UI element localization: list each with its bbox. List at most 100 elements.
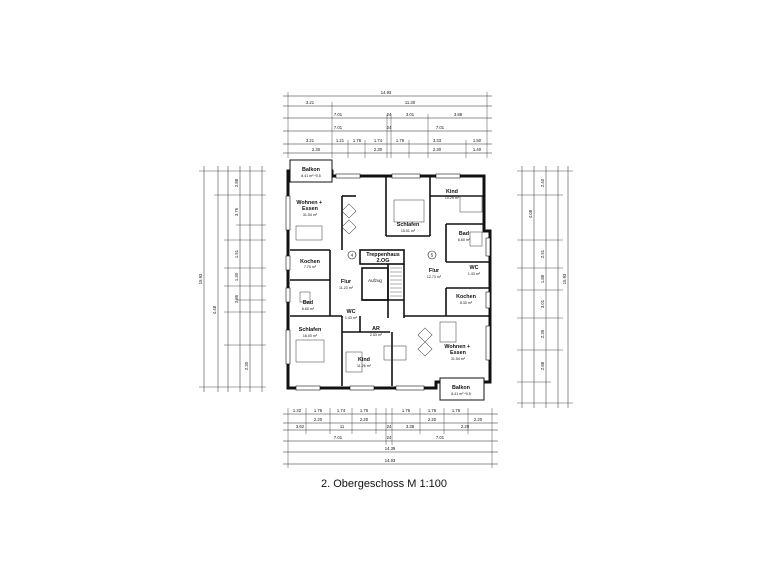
bottom-dimension-labels: 1.32 1.76 1.74 1.76 1.76 1.76 1.76 2.20 …	[293, 408, 483, 463]
dim-label: 1.50	[473, 138, 482, 143]
right-dimension-chains	[517, 166, 573, 408]
room-name: Aufzug	[368, 278, 382, 283]
dim-label: 3.21	[306, 100, 315, 105]
room-area: 8.41 m² *0,5	[451, 392, 471, 396]
dim-label: 2.85	[234, 294, 239, 303]
room-area: 1.43 m²	[468, 272, 481, 276]
dim-label: 1.74	[374, 138, 383, 143]
dim-label: 24	[387, 125, 392, 130]
room-area: 2.53 m²	[370, 333, 383, 337]
dim-label: 11	[340, 424, 345, 429]
room-name: Flur	[341, 279, 352, 285]
room-name: Balkon	[452, 385, 470, 391]
room-name: Bad	[303, 300, 313, 306]
dim-label: 4.48	[212, 305, 217, 314]
dim-label: 2.30	[312, 147, 321, 152]
dim-label: 1.88	[540, 274, 545, 283]
room-name: Schlafen	[397, 222, 419, 228]
axis-markers: 4 5	[347, 250, 437, 260]
dim-label: 15.93	[198, 273, 203, 284]
dim-label: 1.76	[428, 408, 437, 413]
dim-label: 14.93	[381, 90, 392, 95]
dim-label: 2.30	[374, 147, 383, 152]
dim-label: 24	[387, 112, 392, 117]
dim-label: 2.39	[540, 329, 545, 338]
dim-label: 3.62	[296, 424, 305, 429]
dim-label: 1.40	[473, 147, 482, 152]
room-name: WC	[347, 309, 356, 315]
plan-caption: 2. Obergeschoss M 1:100	[321, 478, 447, 490]
bottom-dimension-chains	[283, 408, 498, 468]
dim-label: 3.01	[406, 112, 415, 117]
dim-label: 3.38	[406, 424, 415, 429]
dim-label: 1.76	[360, 408, 369, 413]
dim-label: 1.76	[314, 408, 323, 413]
axis-marker-4: 4	[351, 253, 354, 258]
room-area: 7.70 m²	[304, 265, 317, 269]
dim-label: 24	[387, 435, 392, 440]
top-dimension-labels: 14.93 3.21 11.30 7.01 24 3.01 3.88 7.01 …	[306, 90, 482, 152]
axis-marker-5: 5	[431, 253, 434, 258]
room-name-line: Essen	[302, 206, 318, 212]
room-area: 6.60 m²	[302, 307, 315, 311]
dim-label: 1.74	[337, 408, 346, 413]
dim-label: 2.30	[244, 361, 249, 370]
dim-label: 2.20	[360, 417, 369, 422]
dim-label: 7.01	[334, 112, 343, 117]
dim-label: 15.93	[562, 273, 567, 284]
room-name: Wohnen + Essen	[444, 344, 471, 356]
dim-label: 2.20	[474, 417, 483, 422]
stair-title: Treppenhaus	[366, 252, 400, 258]
room-area: 8.41 m² *0,5	[301, 174, 321, 178]
dim-label: 3.01	[540, 299, 545, 308]
room-name: AR	[372, 326, 380, 332]
dim-label: 2.20	[428, 417, 437, 422]
dim-label: 2.88	[234, 178, 239, 187]
room-name: Kind	[446, 189, 458, 195]
dim-label: 2.40	[540, 178, 545, 187]
dim-label: 2.20	[314, 417, 323, 422]
dim-label: 1.51	[234, 249, 239, 258]
dim-label: 3.33	[433, 138, 442, 143]
dim-label: 1.30	[234, 272, 239, 281]
room-labels: Balkon 8.41 m² *0,5 Wohnen + Essen 31.54…	[296, 167, 481, 396]
furniture	[295, 195, 483, 373]
room-area: 10.29 m²	[445, 196, 460, 200]
room-name: Kind	[358, 357, 370, 363]
room-name: Bad	[459, 231, 469, 237]
room-name: Wohnen + Essen	[296, 200, 323, 212]
dim-label: 11.30	[405, 100, 416, 105]
room-name: Balkon	[302, 167, 320, 173]
dim-label: 14.39	[385, 446, 396, 451]
room-name: WC	[470, 265, 479, 271]
room-name: Kochen	[456, 294, 476, 300]
dim-label: 7.01	[436, 435, 445, 440]
dim-label: 24	[387, 424, 392, 429]
room-area: 11.23 m²	[339, 286, 354, 290]
room-area: 1.43 m²	[345, 316, 358, 320]
dim-label: 14.93	[385, 458, 396, 463]
room-area: 12.73 m²	[427, 275, 442, 279]
right-dimension-labels: 15.93 2.40 4.08 2.51 1.88 3.01 2.39 2.88	[528, 178, 567, 370]
dim-label: 2.29	[461, 424, 470, 429]
room-area: 15.01 m²	[401, 229, 416, 233]
room-area: 6.60 m²	[458, 238, 471, 242]
room-name: Kochen	[300, 259, 320, 265]
dim-label: 7.01	[334, 435, 343, 440]
stair-treads	[390, 267, 402, 297]
room-area: 31.54 m²	[303, 213, 318, 217]
stair-floor: 2.OG	[377, 258, 390, 264]
balconies	[289, 159, 485, 401]
room-area: 8.30 m²	[460, 301, 473, 305]
windows	[285, 173, 491, 391]
dim-label: 1.76	[452, 408, 461, 413]
dim-label: 4.08	[528, 209, 533, 218]
stair-label: Treppenhaus 2.OG	[366, 252, 400, 264]
room-name: Flur	[429, 268, 440, 274]
interior-walls	[290, 176, 490, 386]
dim-label: 1.32	[293, 408, 302, 413]
room-name-line: Wohnen +	[296, 200, 322, 206]
room-name: Schlafen	[299, 327, 321, 333]
dim-label: 3.76	[234, 207, 239, 216]
